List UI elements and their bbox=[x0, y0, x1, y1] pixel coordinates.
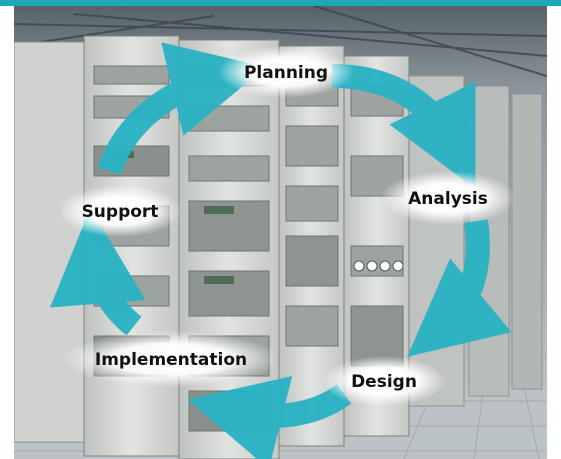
arrow-analysis-to-design bbox=[407, 219, 512, 357]
arrow-support-to-planning bbox=[97, 42, 266, 176]
arrow-design-to-implementation bbox=[187, 376, 352, 459]
stage-label-analysis: Analysis bbox=[408, 189, 488, 209]
top-accent-bar bbox=[0, 0, 561, 6]
stage-design: Design bbox=[322, 356, 446, 406]
stage-label-implementation: Implementation bbox=[95, 350, 247, 370]
stage-label-design: Design bbox=[351, 372, 417, 392]
stage-label-support: Support bbox=[82, 202, 159, 222]
cycle-arrows bbox=[50, 42, 512, 459]
ceiling-cables bbox=[14, 6, 547, 77]
stage-label-planning: Planning bbox=[244, 63, 328, 83]
stage-implementation: Implementation bbox=[63, 331, 279, 387]
server-room-photo: Planning Analysis Design Implementation … bbox=[14, 6, 547, 459]
stage-planning: Planning bbox=[218, 46, 354, 98]
arrow-implementation-to-support bbox=[50, 208, 146, 336]
stage-analysis: Analysis bbox=[380, 171, 516, 225]
stage-support: Support bbox=[58, 185, 182, 237]
